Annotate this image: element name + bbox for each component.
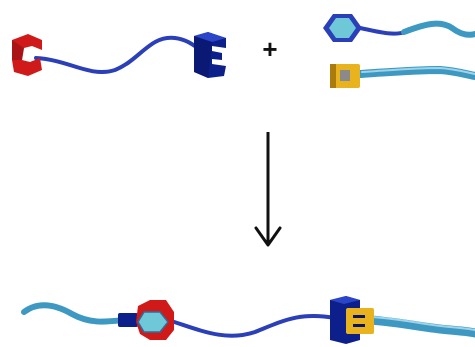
- light-blue-tail-right: [365, 315, 475, 338]
- top-left-strand: [12, 32, 226, 78]
- blue-e-block-icon: [194, 32, 226, 78]
- yellow-h-connector-icon: [330, 64, 360, 88]
- blue-yellow-complex-icon: [330, 296, 374, 344]
- red-hexagon-complex-icon: [118, 300, 174, 340]
- light-blue-tail-right-highlight: [371, 316, 475, 331]
- light-blue-tail-left: [21, 302, 127, 325]
- assembled-strand: [21, 296, 475, 344]
- top-right-connector-strand: [330, 64, 475, 88]
- hexagon-blue-link: [358, 26, 408, 36]
- top-right-hexagon-strand: [323, 14, 475, 42]
- light-blue-tail-lower: [356, 65, 475, 80]
- blue-strand-middle: [166, 314, 337, 338]
- plus-sign: +: [262, 34, 278, 64]
- light-blue-tail-lower-highlight: [361, 66, 475, 75]
- blue-strand: [34, 35, 206, 75]
- red-c-receptor-icon: [12, 34, 42, 76]
- light-blue-tail-upper: [401, 20, 475, 38]
- yellow-h-connector-bottom-icon: [346, 308, 374, 334]
- down-arrow-icon: [254, 132, 282, 247]
- cyan-hexagon-icon: [323, 14, 362, 42]
